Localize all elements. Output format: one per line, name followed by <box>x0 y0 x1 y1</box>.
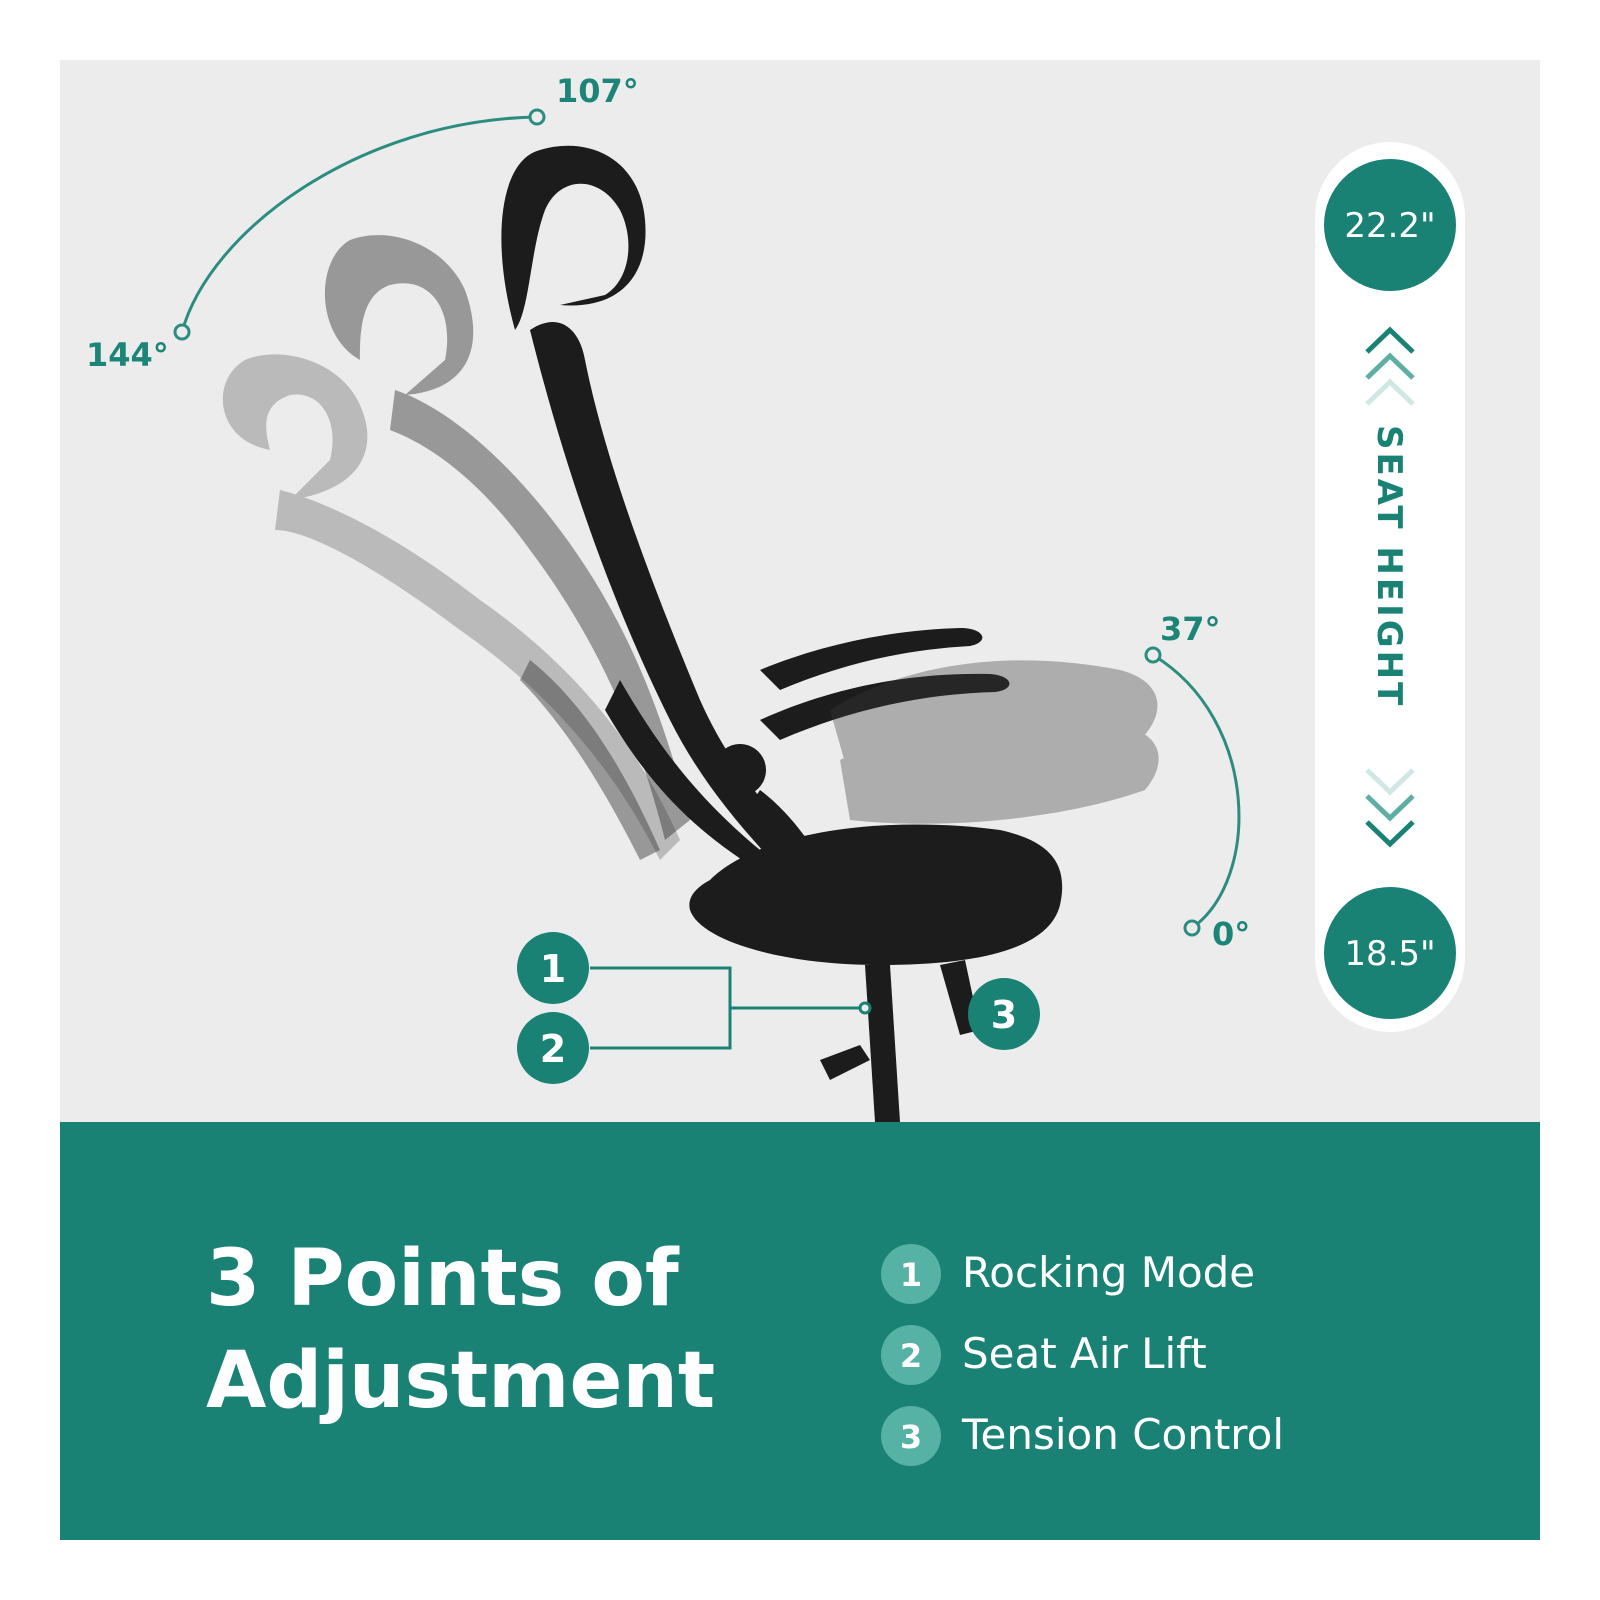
ghost-chair-back-far <box>222 354 680 860</box>
feature-2-badge <box>881 1325 941 1385</box>
chair-illustration: 107° 144° <box>86 72 1465 1122</box>
headline-line-2: Adjustment <box>206 1336 715 1426</box>
product-image-frame: 107° 144° <box>60 60 1540 1540</box>
seat-height-max-value: 22.2" <box>1344 206 1435 246</box>
feature-3-number: 3 <box>900 1418 922 1456</box>
seat-height-min-badge <box>1324 887 1456 1019</box>
headline-line-1: 3 Points of <box>206 1234 680 1324</box>
armrest-upper <box>760 628 983 690</box>
chair-illustration-panel: 107° 144° <box>60 60 1540 1122</box>
seat-height-capsule <box>1315 142 1465 1032</box>
armrest-lower <box>760 673 1010 740</box>
backrest-frame <box>605 680 760 865</box>
flip-arc-top-dot <box>1144 646 1162 664</box>
feature-2-number: 2 <box>900 1337 922 1375</box>
adjustment-info-panel: 3 Points of Adjustment 1 Rocking Mode 2 … <box>60 1122 1540 1540</box>
flip-arc-bottom-dot <box>1183 919 1201 937</box>
flip-angle-arc <box>1152 653 1241 930</box>
recline-arc <box>180 115 538 333</box>
ghost-chair-back-mid <box>324 235 690 860</box>
marker-1-number: 1 <box>540 947 566 991</box>
marker-target-dot <box>858 1001 872 1015</box>
seat-height-label: SEAT HEIGHT <box>1369 425 1409 708</box>
chair-backrest <box>530 321 850 921</box>
main-chair <box>501 145 1063 1122</box>
feature-1-number: 1 <box>900 1256 922 1294</box>
chevron-down-icon <box>1365 768 1415 848</box>
seat-height-max-badge <box>1324 159 1456 291</box>
adjustment-info: 3 Points of Adjustment 1 Rocking Mode 2 … <box>60 1122 1540 1540</box>
chevron-up-icon <box>1365 326 1415 406</box>
marker-3-number: 3 <box>991 993 1017 1037</box>
feature-3-badge <box>881 1406 941 1466</box>
recline-arc-start-dot <box>173 323 191 341</box>
seat-height-min-value: 18.5" <box>1344 934 1435 974</box>
marker-1 <box>517 932 589 1004</box>
angle-label-0: 0° <box>1212 915 1250 953</box>
seat-lift-lever <box>820 1045 870 1080</box>
recline-arc-end-dot <box>528 108 546 126</box>
feature-2-label: Seat Air Lift <box>962 1329 1207 1378</box>
angle-label-107: 107° <box>556 72 639 110</box>
armrest-pivot-knob <box>714 744 766 796</box>
marker-3 <box>968 978 1040 1050</box>
marker-2-number: 2 <box>540 1027 566 1071</box>
feature-3-label: Tension Control <box>961 1410 1284 1459</box>
angle-label-144: 144° <box>86 336 169 374</box>
marker-connector <box>590 966 865 1050</box>
headrest <box>501 145 646 330</box>
info-panel-background <box>60 1122 1540 1540</box>
angle-label-37: 37° <box>1160 610 1221 648</box>
marker-2 <box>517 1012 589 1084</box>
gas-lift-column <box>865 965 900 1122</box>
feature-1-label: Rocking Mode <box>962 1248 1255 1297</box>
seat-cushion <box>689 824 1063 965</box>
feature-1-badge <box>881 1244 941 1304</box>
ghost-seat-tilt <box>830 660 1159 824</box>
